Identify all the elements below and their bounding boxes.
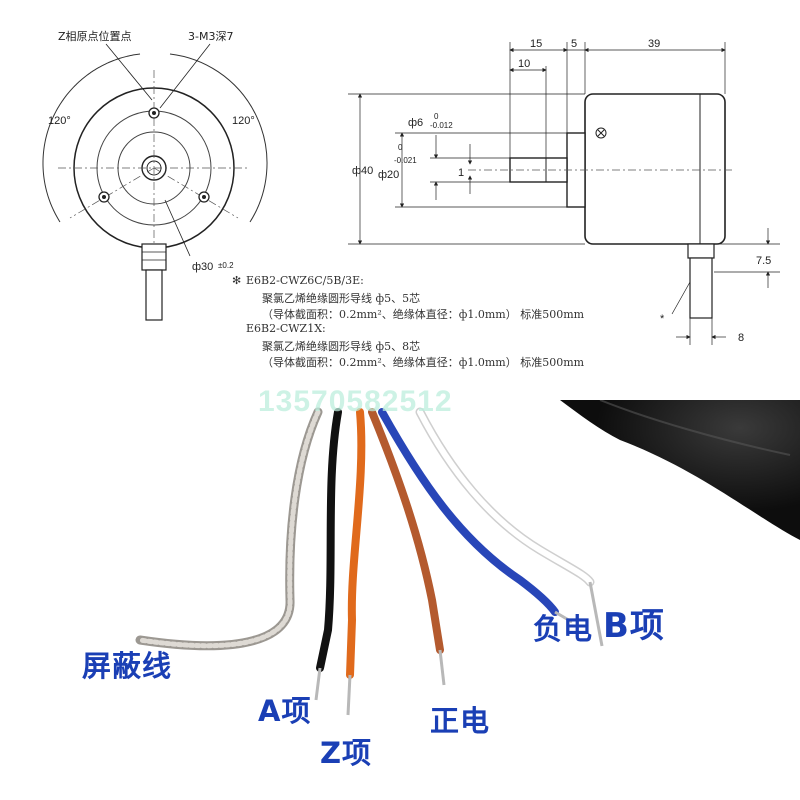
note-asterisk: ✻ bbox=[232, 274, 242, 287]
label-positive: 正电 bbox=[430, 704, 491, 738]
tol-phi20-lower: -0.021 bbox=[394, 156, 417, 165]
label-shield-wire: 屏蔽线 bbox=[82, 649, 173, 683]
cable-side bbox=[689, 257, 713, 319]
wire-negative bbox=[378, 408, 559, 616]
cable-gland-side bbox=[687, 243, 715, 259]
note-model1: E6B2-CWZ6C/5B/3E: bbox=[246, 274, 364, 287]
angle-right-label: 120° bbox=[232, 115, 255, 127]
angle-left-label: 120° bbox=[48, 115, 71, 127]
note-model1-line2: （导体截面积：0.2mm²、绝缘体直径：ф1.0mm） 标准500mm bbox=[262, 308, 585, 321]
dim-8: 8 bbox=[738, 332, 744, 344]
note-model2-line1: 聚氯乙烯绝缘圆形导线 ф5、8芯 bbox=[262, 340, 421, 353]
angle-arc-right bbox=[169, 53, 268, 223]
tol-phi6-lower: -0.012 bbox=[430, 121, 453, 130]
note-model1-line1: 聚氯乙烯绝缘圆形导线 ф5、5芯 bbox=[262, 292, 421, 305]
dim-5: 5 bbox=[571, 38, 577, 50]
dim-phi40: ф40 bbox=[352, 165, 373, 177]
hole-spec-label: 3-M3深7 bbox=[188, 30, 233, 43]
tol-phi20-upper: 0 bbox=[398, 143, 403, 152]
pcd-tolerance: ±0.2 bbox=[218, 261, 234, 270]
wire-a-phase bbox=[316, 408, 342, 672]
note-model2-line2: （导体截面积：0.2mm²、绝缘体直径：ф1.0mm） 标准500mm bbox=[262, 356, 585, 369]
dim-phi20: ф20 bbox=[378, 169, 399, 181]
wire-positive bbox=[368, 408, 444, 654]
wire-photo bbox=[0, 400, 800, 800]
hole-axis-right bbox=[153, 167, 239, 219]
pcd-label: ф30 bbox=[192, 261, 213, 273]
dim-15: 15 bbox=[530, 38, 542, 50]
front-view: Z相原点位置点 3-M3深7 120° 120° ф30 ±0.2 bbox=[42, 29, 268, 321]
label-a-phase: A项 bbox=[258, 694, 312, 728]
dim-10: 10 bbox=[518, 58, 530, 70]
side-view: 15 5 39 10 ф40 ф20 0 -0.021 ф6 0 -0.012 … bbox=[348, 38, 780, 345]
dim-7-5: 7.5 bbox=[756, 255, 771, 267]
dim-39: 39 bbox=[648, 38, 660, 50]
cable-jacket bbox=[560, 400, 800, 540]
z-origin-label: Z相原点位置点 bbox=[58, 29, 132, 43]
dim-1: 1 bbox=[458, 167, 464, 179]
hole-axis-left bbox=[69, 167, 155, 219]
label-b-phase: B项 bbox=[603, 606, 665, 646]
cable-front bbox=[145, 269, 163, 321]
angle-arc-left bbox=[42, 53, 141, 223]
label-z-phase: Z项 bbox=[320, 736, 373, 770]
dim-phi6: ф6 bbox=[408, 117, 423, 129]
watermark: 13570582512 bbox=[258, 385, 453, 418]
note-model2: E6B2-CWZ1X: bbox=[246, 322, 326, 335]
encoder-dimension-drawing: Z相原点位置点 3-M3深7 120° 120° ф30 ±0.2 1 bbox=[42, 29, 780, 345]
label-negative: 负电 bbox=[533, 612, 594, 646]
encoder-body-side bbox=[584, 93, 726, 245]
cable-asterisk: * bbox=[660, 313, 665, 325]
wire-z-phase bbox=[346, 408, 366, 679]
tol-phi6-upper: 0 bbox=[434, 112, 439, 121]
cable-gland bbox=[141, 243, 167, 271]
